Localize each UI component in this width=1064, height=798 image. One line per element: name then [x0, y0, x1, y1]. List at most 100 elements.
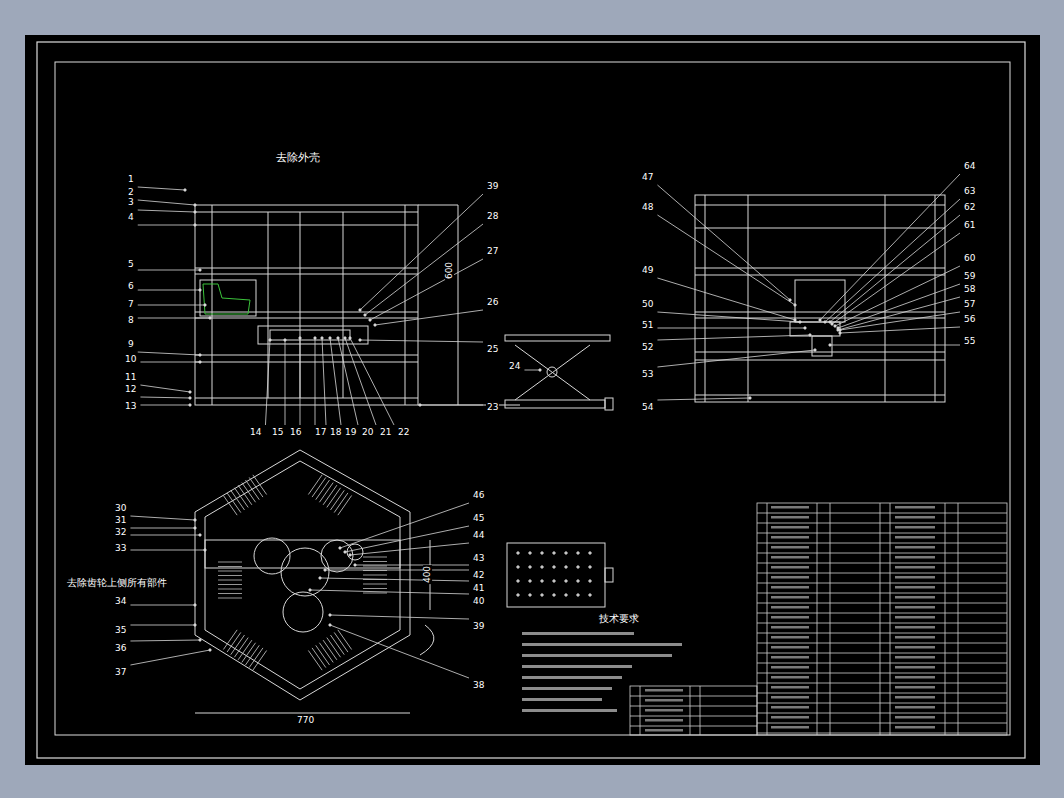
table-rule [757, 713, 1007, 714]
hole-dot [589, 552, 592, 555]
cell-text [645, 719, 683, 722]
callout-number: 30 [114, 504, 127, 513]
leader-line [340, 503, 469, 548]
hole-dot [541, 566, 544, 569]
table-rule [757, 673, 1007, 674]
leader-line [657, 215, 795, 305]
leader-line [138, 290, 200, 291]
cell-text [771, 706, 809, 709]
leader-line [138, 225, 195, 226]
leader-dot [199, 534, 201, 536]
note-line [522, 654, 672, 657]
hole-dot [577, 580, 580, 583]
cell-text [895, 716, 935, 719]
leader-dot [344, 337, 346, 339]
leader-line [130, 528, 195, 529]
callout-number: 22 [397, 428, 410, 437]
leader-dot [204, 304, 206, 306]
table-rule [757, 563, 1007, 564]
view-note: 去除齿轮上侧所有部件 [66, 578, 168, 588]
cell-text [895, 566, 935, 569]
table-rule [700, 686, 701, 735]
cell-text [895, 516, 935, 519]
callout-number: 33 [114, 544, 127, 553]
hole-dot [541, 594, 544, 597]
table-rule [757, 553, 1007, 554]
table-rule [757, 623, 1007, 624]
table-rule [757, 683, 1007, 684]
callout-number: 3 [127, 198, 135, 207]
cell-text [645, 709, 683, 712]
leader-dot [809, 334, 811, 336]
table-rule [757, 653, 1007, 654]
cell-text [895, 586, 935, 589]
leader-line [130, 535, 200, 536]
leader-line [315, 338, 316, 425]
cell-text [895, 556, 935, 559]
leader-line [140, 362, 200, 363]
leader-dot [319, 577, 321, 579]
table-rule [757, 693, 1007, 694]
table-rule [767, 503, 768, 735]
leader-dot [819, 319, 821, 321]
leader-line [130, 550, 205, 551]
leader-dot [321, 337, 323, 339]
callout-number: 49 [641, 266, 654, 275]
leader-dot [359, 309, 361, 311]
cell-text [895, 536, 935, 539]
leader-line [138, 305, 205, 306]
leader-line [375, 310, 483, 325]
leader-line [130, 640, 200, 641]
callout-number: 18 [329, 428, 342, 437]
cell-text [895, 686, 935, 689]
hole-dot [553, 594, 556, 597]
hole-dot [577, 552, 580, 555]
leader-dot [299, 337, 301, 339]
callout-number: 52 [641, 343, 654, 352]
leader-line [322, 338, 326, 425]
leader-line [355, 565, 469, 566]
leader-dot [199, 269, 201, 271]
leader-dot [194, 204, 196, 206]
callout-number: 25 [486, 345, 499, 354]
hole-dot [565, 552, 568, 555]
table-rule [690, 686, 691, 735]
table-rule [630, 726, 757, 727]
callout-number: 56 [963, 315, 976, 324]
hole-dot [529, 552, 532, 555]
cell-text [895, 656, 935, 659]
table-rule [880, 503, 881, 735]
note-line [522, 665, 632, 668]
callout-number: 47 [641, 173, 654, 182]
callout-number: 60 [963, 254, 976, 263]
cell-text [771, 596, 809, 599]
cell-text [895, 596, 935, 599]
hole-dot [589, 566, 592, 569]
cell-text [895, 666, 935, 669]
hole-dot [565, 580, 568, 583]
callout-number: 10 [124, 355, 137, 364]
cell-text [895, 576, 935, 579]
leader-dot [831, 323, 833, 325]
hole-dot [517, 552, 520, 555]
table-rule [757, 633, 1007, 634]
hole-dot [529, 566, 532, 569]
hatch-panel [363, 557, 387, 593]
leader-line [657, 312, 800, 322]
leader-line [345, 526, 469, 552]
hole-dot [541, 580, 544, 583]
table-rule [958, 503, 959, 735]
leader-dot [804, 327, 806, 329]
leader-dot [364, 314, 366, 316]
callout-number: 53 [641, 370, 654, 379]
cell-text [771, 726, 809, 729]
table-frame [757, 503, 1007, 735]
leader-line [140, 405, 190, 406]
table-rule [640, 686, 641, 735]
cell-text [895, 676, 935, 679]
callout-number: 54 [641, 403, 654, 412]
callout-number: 39 [472, 622, 485, 631]
callout-number: 42 [472, 571, 485, 580]
callout-number: 4 [127, 213, 135, 222]
leader-dot [829, 321, 831, 323]
